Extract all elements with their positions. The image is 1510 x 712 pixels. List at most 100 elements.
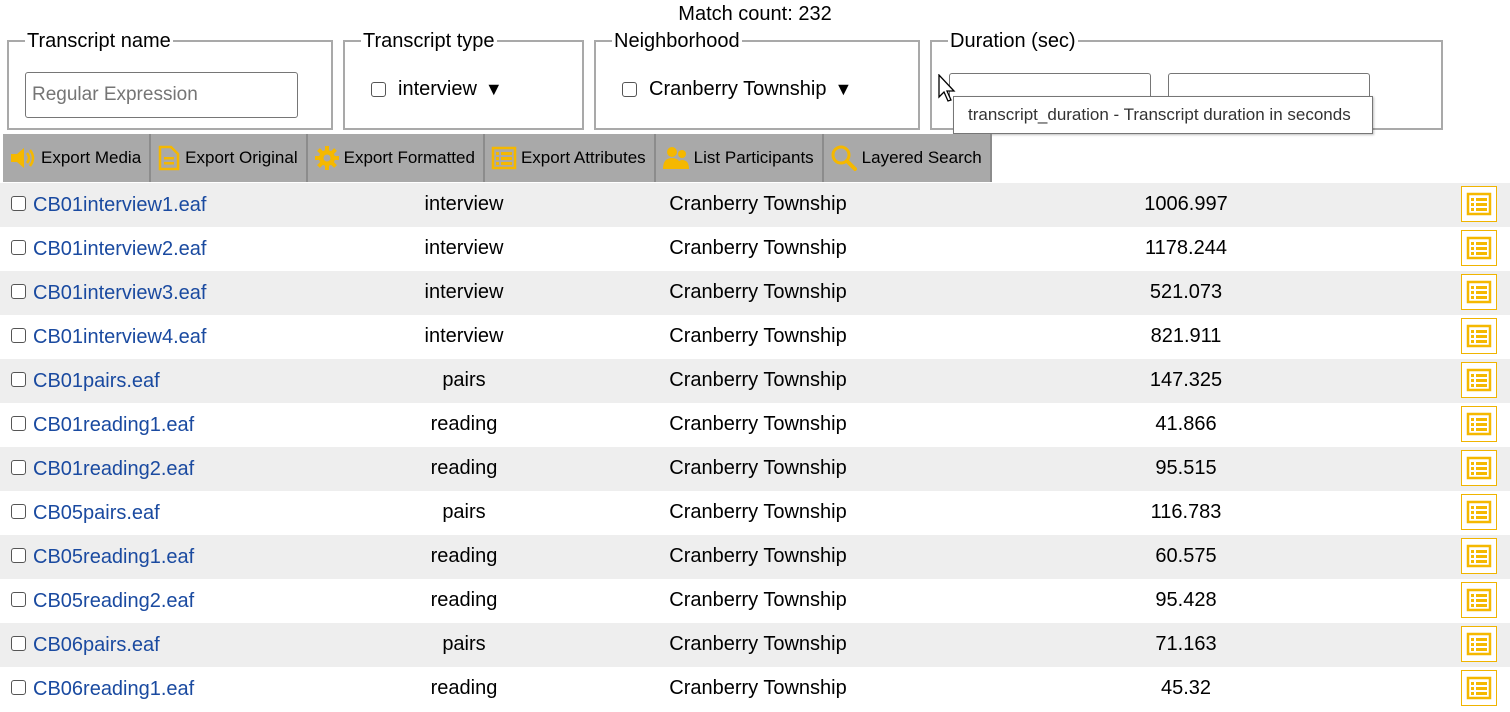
- toolbar: Export Media Export Original Export Form…: [3, 134, 992, 182]
- table-row: CB01interview3.eaf interview Cranberry Tow…: [0, 271, 1510, 315]
- transcript-link[interactable]: CB01reading1.eaf: [33, 414, 195, 436]
- attributes-button[interactable]: [1461, 318, 1497, 354]
- duration-cell: 95.428: [1155, 589, 1217, 611]
- attributes-button[interactable]: [1461, 670, 1497, 706]
- neighborhood-cell: Cranberry Township: [669, 633, 847, 655]
- transcript-type-cell: interview: [424, 193, 504, 215]
- neighborhood-select[interactable]: Cranberry Township ▼: [622, 78, 852, 101]
- transcript-type-cell: reading: [430, 589, 498, 611]
- neighborhood-cell: Cranberry Township: [669, 325, 847, 347]
- match-count: Match count: 232: [678, 3, 832, 25]
- transcript-type-checkbox[interactable]: [371, 82, 386, 97]
- dropdown-caret-icon[interactable]: ▼: [834, 79, 853, 99]
- neighborhood-checkbox[interactable]: [622, 82, 637, 97]
- neighborhood-cell: Cranberry Township: [669, 193, 847, 215]
- transcript-type-cell: reading: [430, 413, 498, 435]
- neighborhood-cell: Cranberry Township: [669, 545, 847, 567]
- row-checkbox[interactable]: [11, 548, 26, 563]
- transcript-name-input[interactable]: [25, 72, 298, 118]
- row-checkbox[interactable]: [11, 636, 26, 651]
- neighborhood-cell: Cranberry Township: [669, 457, 847, 479]
- export-formatted-label: Export Formatted: [343, 148, 475, 167]
- attributes-button[interactable]: [1461, 494, 1497, 530]
- row-checkbox[interactable]: [11, 592, 26, 607]
- list-icon: [1466, 368, 1492, 392]
- duration-filter: Duration (sec) transcript_duration - Tra…: [930, 30, 1443, 134]
- row-checkbox[interactable]: [11, 240, 26, 255]
- transcript-link[interactable]: CB06pairs.eaf: [33, 634, 160, 656]
- dropdown-caret-icon[interactable]: ▼: [484, 79, 503, 99]
- transcript-link[interactable]: CB01reading2.eaf: [33, 458, 195, 480]
- attributes-button[interactable]: [1461, 450, 1497, 486]
- export-attributes-label: Export Attributes: [520, 148, 646, 167]
- transcript-type-cell: interview: [424, 281, 504, 303]
- export-original-button[interactable]: Export Original: [151, 134, 308, 182]
- list-icon: [1466, 236, 1492, 260]
- row-checkbox[interactable]: [11, 680, 26, 695]
- neighborhood-cell: Cranberry Township: [669, 369, 847, 391]
- attributes-button[interactable]: [1461, 406, 1497, 442]
- people-icon: [662, 147, 689, 169]
- search-icon: [831, 145, 857, 171]
- attributes-button[interactable]: [1461, 582, 1497, 618]
- layered-search-button[interactable]: Layered Search: [823, 134, 992, 182]
- transcript-type-cell: pairs: [442, 501, 486, 523]
- row-checkbox[interactable]: [11, 328, 26, 343]
- row-checkbox[interactable]: [11, 284, 26, 299]
- duration-cell: 147.325: [1149, 369, 1223, 391]
- transcript-link[interactable]: CB05reading1.eaf: [33, 546, 195, 568]
- export-media-button[interactable]: Export Media: [3, 134, 152, 182]
- list-icon: [1466, 544, 1492, 568]
- transcript-link[interactable]: CB05pairs.eaf: [33, 502, 160, 524]
- duration-legend: Duration (sec): [950, 30, 1076, 52]
- transcript-type-cell: reading: [430, 545, 498, 567]
- neighborhood-cell: Cranberry Township: [669, 413, 847, 435]
- table-row: CB01reading1.eaf reading Cranberry Townshi…: [0, 403, 1510, 447]
- export-media-label: Export Media: [41, 148, 142, 167]
- transcript-link[interactable]: CB05reading2.eaf: [33, 590, 195, 612]
- row-checkbox[interactable]: [11, 504, 26, 519]
- table-row: CB05reading1.eaf reading Cranberry Townshi…: [0, 535, 1510, 579]
- duration-cell: 45.32: [1160, 677, 1212, 699]
- attributes-button[interactable]: [1461, 274, 1497, 310]
- row-checkbox[interactable]: [11, 460, 26, 475]
- export-formatted-button[interactable]: Export Formatted: [307, 134, 485, 182]
- attributes-button[interactable]: [1461, 230, 1497, 266]
- transcript-link[interactable]: CB01interview4.eaf: [33, 326, 207, 348]
- list-participants-button[interactable]: List Participants: [655, 134, 824, 182]
- list-icon: [1466, 676, 1492, 700]
- transcript-link[interactable]: CB01interview3.eaf: [33, 282, 207, 304]
- list-icon: [1466, 588, 1492, 612]
- duration-cell: 71.163: [1155, 633, 1217, 655]
- attributes-button[interactable]: [1461, 362, 1497, 398]
- duration-cell: 60.575: [1155, 545, 1217, 567]
- attributes-button[interactable]: [1461, 626, 1497, 662]
- export-attributes-button[interactable]: Export Attributes: [484, 134, 656, 182]
- attributes-button[interactable]: [1461, 186, 1497, 222]
- duration-cell: 116.783: [1150, 501, 1222, 523]
- speaker-icon: [11, 148, 35, 168]
- attributes-button[interactable]: [1461, 538, 1497, 574]
- duration-max-input[interactable]: [1168, 73, 1370, 97]
- transcript-link[interactable]: CB01interview2.eaf: [33, 238, 207, 260]
- row-checkbox[interactable]: [11, 196, 26, 211]
- row-checkbox[interactable]: [11, 372, 26, 387]
- document-icon: [158, 145, 180, 171]
- list-icon: [1466, 192, 1492, 216]
- transcript-type-select[interactable]: interview ▼: [371, 78, 503, 101]
- transcript-type-cell: interview: [424, 237, 504, 259]
- row-checkbox[interactable]: [11, 416, 26, 431]
- layered-search-label: Layered Search: [861, 148, 982, 167]
- neighborhood-cell: Cranberry Township: [669, 281, 847, 303]
- transcript-link[interactable]: CB01pairs.eaf: [33, 370, 160, 392]
- neighborhood-option: Cranberry Township: [649, 78, 827, 100]
- transcript-link[interactable]: CB06reading1.eaf: [33, 678, 195, 700]
- duration-min-input[interactable]: [949, 73, 1151, 97]
- transcript-link[interactable]: CB01interview1.eaf: [33, 194, 207, 216]
